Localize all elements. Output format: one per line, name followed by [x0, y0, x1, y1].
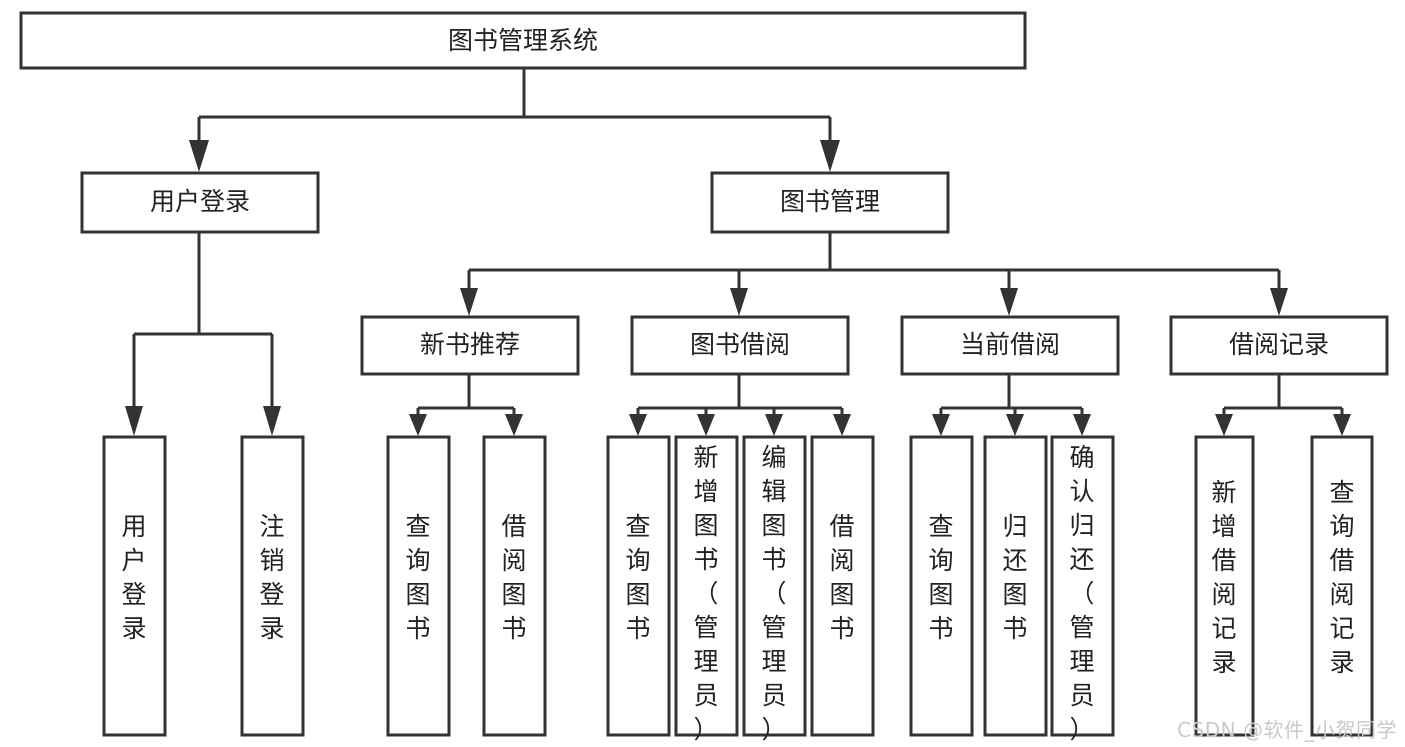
- node-label-leaf-query-book-2: 查询图书: [625, 512, 650, 643]
- node-label-leaf-confirm-return: 确认归还（管理员）: [1069, 443, 1094, 744]
- node-new-book-recommend[interactable]: 新书推荐: [360, 315, 580, 376]
- node-label-leaf-query-book-1: 查询图书: [405, 512, 430, 643]
- node-box-shape: [909, 435, 974, 737]
- node-label-leaf-user-logout: 注销登录: [259, 512, 284, 643]
- node-leaf-user-logout[interactable]: 注销登录: [240, 435, 305, 737]
- node-label-leaf-add-record: 新增借阅记录: [1211, 478, 1236, 677]
- node-leaf-add-book[interactable]: 新增图书（管理员）: [674, 435, 739, 744]
- node-label-new-book-recommend: 新书推荐: [420, 330, 520, 359]
- node-box-shape: [742, 435, 807, 737]
- connector-current-borrow-to-leaves: [932, 374, 1091, 436]
- arrow-head-icon: [730, 288, 748, 316]
- node-label-book-borrow: 图书借阅: [690, 330, 790, 359]
- arrow-head-icon: [189, 140, 209, 172]
- node-user-login[interactable]: 用户登录: [80, 171, 320, 234]
- node-label-user-login: 用户登录: [150, 187, 250, 216]
- connector-book-management-to-level3: [460, 232, 1288, 316]
- arrow-head-icon: [460, 288, 478, 316]
- node-box-shape: [606, 435, 671, 737]
- node-label-leaf-edit-book: 编辑图书（管理员）: [761, 443, 786, 744]
- arrow-head-icon: [820, 140, 840, 172]
- arrow-head-icon: [1000, 288, 1018, 316]
- node-leaf-query-record[interactable]: 查询借阅记录: [1310, 435, 1374, 737]
- arrow-head-icon: [765, 414, 783, 436]
- node-box-shape: [240, 435, 305, 737]
- node-leaf-add-record[interactable]: 新增借阅记录: [1194, 435, 1255, 737]
- node-box-shape: [674, 435, 739, 737]
- node-box-shape: [1310, 435, 1374, 737]
- node-label-borrow-record: 借阅记录: [1229, 330, 1329, 359]
- node-label-leaf-add-book: 新增图书（管理员）: [693, 443, 718, 744]
- node-box-shape: [482, 435, 547, 737]
- connector-new-book-recommend-to-leaves: [409, 374, 523, 436]
- arrow-head-icon: [1270, 288, 1288, 316]
- node-label-leaf-borrow-book-1: 借阅图书: [501, 512, 526, 643]
- node-box-shape: [630, 315, 850, 376]
- node-box-shape: [810, 435, 875, 737]
- node-leaf-return-book[interactable]: 归还图书: [983, 435, 1048, 737]
- node-box-shape: [1050, 435, 1115, 737]
- node-leaf-confirm-return[interactable]: 确认归还（管理员）: [1050, 435, 1115, 744]
- node-borrow-record[interactable]: 借阅记录: [1169, 315, 1389, 376]
- connector-borrow-record-to-leaves: [1215, 374, 1351, 436]
- connector-book-borrow-to-leaves: [629, 374, 851, 436]
- node-label-leaf-return-book: 归还图书: [1002, 512, 1027, 643]
- connector-user-login-to-leaves: [125, 232, 281, 436]
- node-label-current-borrow: 当前借阅: [960, 330, 1060, 359]
- node-leaf-query-book-2[interactable]: 查询图书: [606, 435, 671, 737]
- node-box-shape: [19, 11, 1027, 70]
- arrow-head-icon: [697, 414, 715, 436]
- node-label-leaf-query-book-3: 查询图书: [928, 512, 953, 643]
- arrow-head-icon: [1006, 414, 1024, 436]
- node-leaf-user-login[interactable]: 用户登录: [102, 435, 167, 737]
- arrow-head-icon: [125, 406, 143, 436]
- arrow-head-icon: [1215, 414, 1233, 436]
- node-label-leaf-user-login: 用户登录: [121, 512, 146, 643]
- arrow-head-icon: [263, 406, 281, 436]
- node-box-shape: [80, 171, 320, 234]
- node-box-shape: [983, 435, 1048, 737]
- node-book-management[interactable]: 图书管理: [710, 171, 950, 234]
- node-box-shape: [1169, 315, 1389, 376]
- arrow-head-icon: [505, 414, 523, 436]
- node-leaf-borrow-book-2[interactable]: 借阅图书: [810, 435, 875, 737]
- arrow-head-icon: [629, 414, 647, 436]
- node-current-borrow[interactable]: 当前借阅: [900, 315, 1120, 376]
- node-box-shape: [710, 171, 950, 234]
- connector-root-to-level2: [189, 68, 840, 172]
- arrow-head-icon: [932, 414, 950, 436]
- node-label-leaf-borrow-book-2: 借阅图书: [829, 512, 854, 643]
- node-box-shape: [900, 315, 1120, 376]
- node-label-book-management: 图书管理: [780, 187, 880, 216]
- node-book-management-system[interactable]: 图书管理系统: [19, 11, 1027, 70]
- node-label-root: 图书管理系统: [448, 26, 598, 55]
- node-box-shape: [1194, 435, 1255, 737]
- node-leaf-query-book-1[interactable]: 查询图书: [386, 435, 451, 737]
- arrow-head-icon: [409, 414, 427, 436]
- node-book-borrow[interactable]: 图书借阅: [630, 315, 850, 376]
- arrow-head-icon: [833, 414, 851, 436]
- arrow-head-icon: [1333, 414, 1351, 436]
- node-box-shape: [360, 315, 580, 376]
- node-box-shape: [102, 435, 167, 737]
- node-leaf-borrow-book-1[interactable]: 借阅图书: [482, 435, 547, 737]
- node-box-shape: [386, 435, 451, 737]
- arrow-head-icon: [1073, 414, 1091, 436]
- node-leaf-edit-book[interactable]: 编辑图书（管理员）: [742, 435, 807, 744]
- node-leaf-query-book-3[interactable]: 查询图书: [909, 435, 974, 737]
- node-label-leaf-query-record: 查询借阅记录: [1329, 478, 1354, 677]
